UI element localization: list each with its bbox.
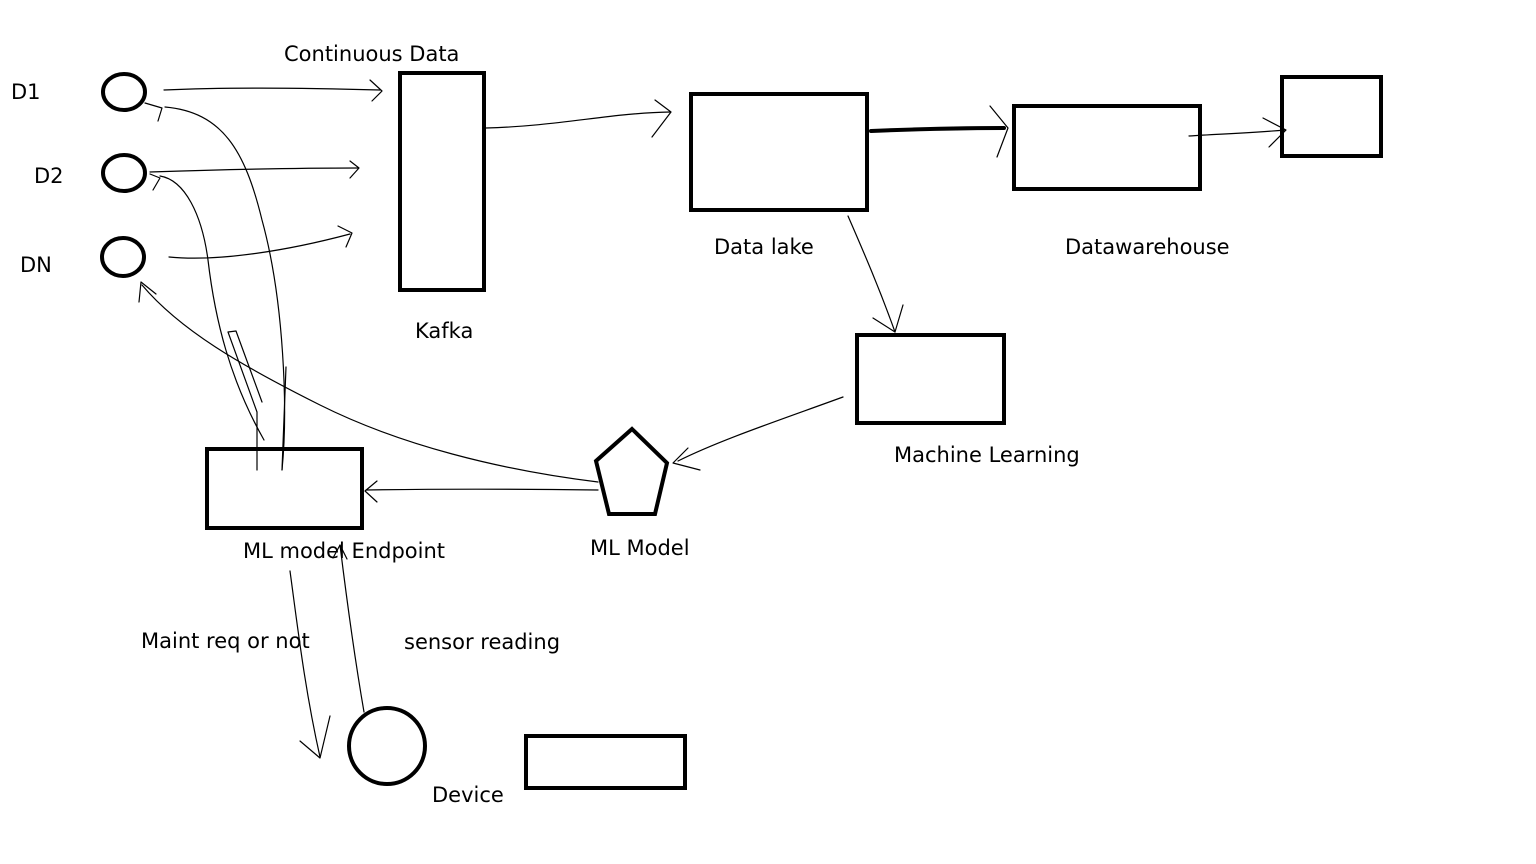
label-kafka: Kafka [415, 319, 473, 343]
arrow-kafka-to-data-lake [485, 99, 672, 138]
label-ml-model: ML Model [590, 536, 690, 560]
datawarehouse-box [1012, 104, 1202, 191]
output-box [1280, 75, 1383, 158]
label-sensor-reading: sensor reading [404, 630, 560, 654]
machine-learning-box [855, 333, 1006, 425]
arrow-data-lake-to-datawarehouse [869, 105, 1009, 158]
label-dn: DN [20, 253, 52, 277]
arrow-datawarehouse-to-output [1188, 117, 1287, 148]
device-dn-node [100, 236, 146, 278]
arrow-ml-model-to-endpoint [364, 480, 599, 503]
arrow-endpoint-to-d1 [144, 102, 287, 471]
label-datawarehouse: Datawarehouse [1065, 235, 1230, 259]
extra-box [524, 734, 687, 790]
arrow-endpoint-to-d2 [149, 173, 265, 471]
arrow-data-lake-to-machine-learning [847, 215, 904, 333]
label-data-lake: Data lake [714, 235, 814, 259]
device-d1-node [101, 72, 147, 112]
label-machine-learning: Machine Learning [894, 443, 1080, 467]
ml-model-pentagon [593, 426, 670, 516]
label-maint-req: Maint req or not [141, 629, 310, 653]
arrow-device-to-endpoint [332, 544, 365, 713]
arrow-ml-model-to-dn [138, 281, 599, 483]
arrow-dn-to-kafka [168, 225, 353, 259]
arrow-endpoint-to-maint-req [289, 570, 331, 759]
device-circle [347, 706, 427, 786]
label-d2: D2 [34, 164, 64, 188]
label-device: Device [432, 783, 504, 807]
label-d1: D1 [11, 80, 41, 104]
arrow-d1-to-kafka [163, 79, 383, 102]
label-ml-model-endpoint: ML model Endpoint [243, 539, 445, 563]
arrow-d2-to-kafka [149, 160, 360, 179]
data-lake-box [689, 92, 869, 212]
kafka-box [398, 71, 486, 292]
arrow-machine-learning-to-ml-model [672, 396, 844, 471]
device-d2-node [101, 153, 147, 193]
label-continuous-data: Continuous Data [284, 42, 459, 66]
ml-model-endpoint-box [205, 447, 364, 530]
